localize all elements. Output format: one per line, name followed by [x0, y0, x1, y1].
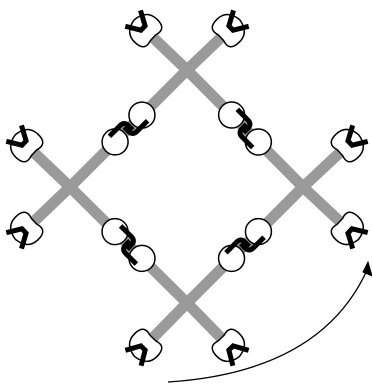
- coupling-icon-link-right-bottom: [213, 213, 277, 277]
- coupling-icon-link-top-right: [213, 97, 277, 161]
- coupling-icon-link-top-left: [97, 97, 161, 161]
- rods: [24, 28, 350, 348]
- coupling-icon-link-left-bottom: [97, 213, 161, 277]
- rotation-arrowhead-icon: [363, 262, 372, 276]
